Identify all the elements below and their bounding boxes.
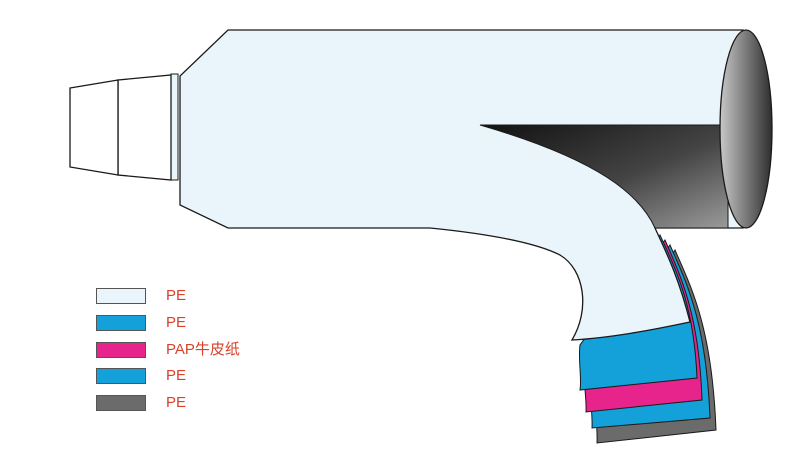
legend-label: PE — [166, 314, 187, 331]
legend-swatch — [96, 342, 146, 358]
legend-item-pe-blue: PE — [96, 313, 186, 333]
legend-swatch — [96, 288, 146, 304]
tube-body — [179, 29, 744, 341]
tube-open-end — [719, 29, 773, 229]
legend-item-pe-blue-2: PE — [96, 366, 186, 386]
legend-item-pe-outer: PE — [96, 286, 186, 306]
legend-label: PE — [166, 367, 187, 384]
shoulder-ring — [170, 73, 179, 181]
legend-swatch — [96, 368, 146, 384]
legend-label: PAP牛皮纸 — [166, 341, 240, 358]
legend-label: PE — [166, 287, 187, 304]
legend-swatch — [96, 395, 146, 411]
legend-item-pap: PAP牛皮纸 — [96, 340, 240, 360]
legend-label: PE — [166, 394, 187, 411]
nozzle-cone — [117, 74, 172, 181]
nozzle-tip — [69, 79, 119, 176]
tube-inner-shadow — [479, 124, 729, 229]
legend-item-pe-grey: PE — [96, 393, 186, 413]
legend-swatch — [96, 315, 146, 331]
